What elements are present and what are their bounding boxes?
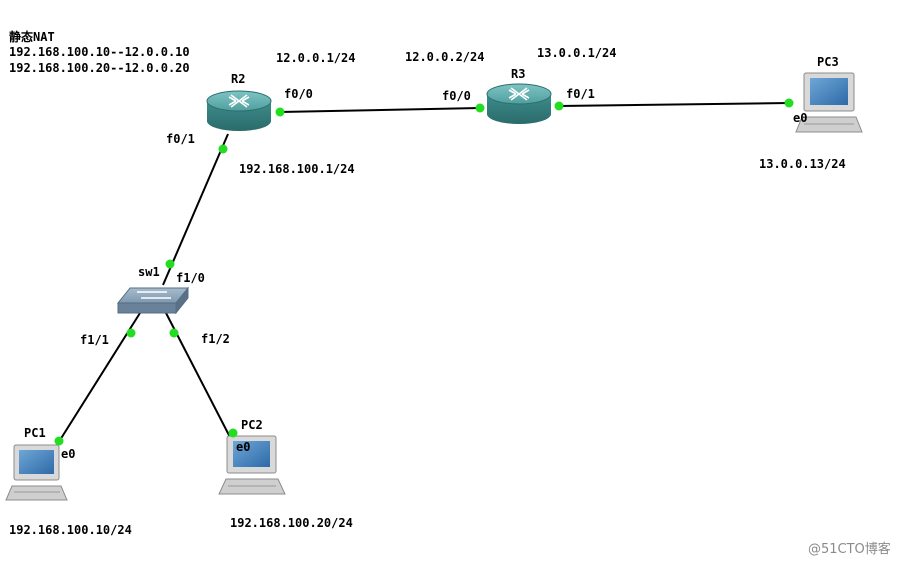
device-label-pc3: PC3 — [817, 55, 839, 69]
notes-mapping-1: 192.168.100.10--12.0.0.10 — [9, 45, 190, 59]
port-label-pc2-e0: e0 — [236, 440, 251, 454]
port-label-r3-f01: f0/1 — [566, 87, 595, 101]
ip-label-r2-f00: 12.0.0.1/24 — [276, 51, 356, 65]
link-r2-sw1 — [162, 133, 229, 286]
device-label-sw1: sw1 — [138, 265, 160, 279]
ip-label-r3-f00: 12.0.0.2/24 — [405, 50, 485, 64]
link-status-sw1-f10 — [165, 259, 175, 269]
ip-label-r3-f01: 13.0.0.1/24 — [537, 46, 617, 60]
port-label-r2-f01: f0/1 — [166, 132, 195, 146]
pc3-icon[interactable] — [795, 72, 863, 133]
link-status-pc2-e0 — [228, 428, 238, 438]
notes-title: 静态NAT — [9, 30, 55, 44]
device-label-r3: R3 — [511, 67, 526, 81]
port-label-sw1-f11: f1/1 — [80, 333, 109, 347]
port-label-pc1-e0: e0 — [61, 447, 76, 461]
pc1-icon[interactable] — [5, 444, 68, 501]
link-status-sw1-f11 — [126, 328, 136, 338]
notes-mapping-2: 192.168.100.20--12.0.0.20 — [9, 61, 190, 75]
link-status-sw1-f12 — [169, 328, 179, 338]
router-r3-icon[interactable] — [486, 83, 552, 124]
port-label-sw1-f12: f1/2 — [201, 332, 230, 346]
ip-label-r2-f01: 192.168.100.1/24 — [239, 162, 355, 176]
link-status-pc1-e0 — [54, 436, 64, 446]
link-r2-r3 — [279, 107, 481, 113]
link-status-r3-f00 — [475, 103, 485, 113]
watermark-text: @51CTO博客 — [808, 542, 891, 557]
ip-label-pc2: 192.168.100.20/24 — [230, 516, 353, 530]
port-label-sw1-f10: f1/0 — [176, 271, 205, 285]
router-r2-icon[interactable] — [206, 90, 272, 131]
port-label-pc3-e0: e0 — [793, 111, 808, 125]
link-sw1-pc1 — [54, 312, 141, 449]
device-label-r2: R2 — [231, 72, 246, 86]
ip-label-pc1: 192.168.100.10/24 — [9, 523, 132, 537]
ip-label-pc3: 13.0.0.13/24 — [759, 157, 846, 171]
link-status-r2-f01 — [218, 144, 228, 154]
device-label-pc2: PC2 — [241, 418, 263, 432]
switch-sw1-icon[interactable] — [116, 286, 190, 315]
link-status-r3-f01 — [554, 101, 564, 111]
pc2-icon[interactable] — [218, 435, 286, 495]
port-label-r2-f00: f0/0 — [284, 87, 313, 101]
link-status-r2-f00 — [275, 107, 285, 117]
port-label-r3-f00: f0/0 — [442, 89, 471, 103]
device-label-pc1: PC1 — [24, 426, 46, 440]
link-status-pc3-e0 — [784, 98, 794, 108]
link-r3-pc3 — [558, 102, 790, 107]
